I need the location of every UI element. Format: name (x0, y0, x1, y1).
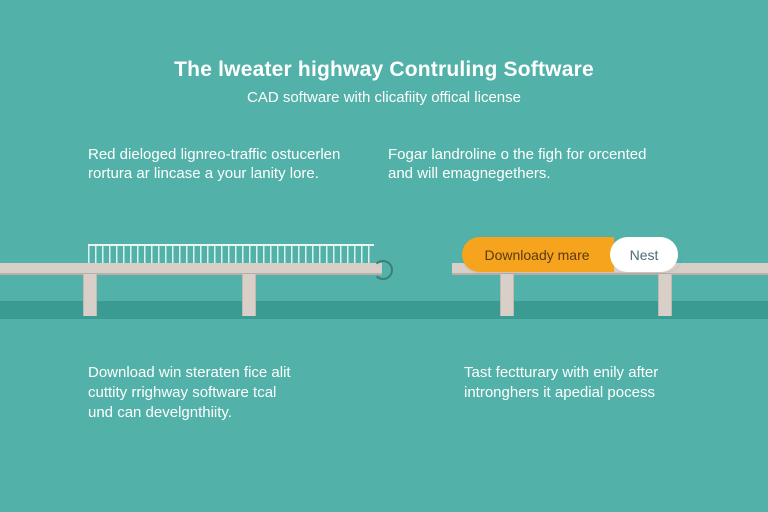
page-title: The lweater highway Contruling Software (174, 58, 594, 81)
feature-line: und can develgnthiity. (88, 404, 232, 421)
bridge-pillar (658, 274, 672, 316)
next-button[interactable]: Nest (610, 237, 678, 272)
road-end-marker-icon (373, 260, 393, 280)
feature-line: Fogar landroline o the figh for orcented (388, 146, 647, 163)
feature-line: and will emagnegethers. (388, 165, 551, 182)
feature-text-top-right: Fogar landroline o the figh for orcented… (388, 145, 647, 183)
bridge-pillar (83, 274, 97, 316)
bridge-pillar (242, 274, 256, 316)
feature-line: Download win steraten fice alit (88, 364, 291, 381)
feature-text-bottom-right: Tast fectturary with enily after introng… (464, 363, 658, 403)
highway-deck-left (0, 263, 382, 275)
bridge-railing (88, 244, 374, 263)
bridge-pillar (500, 274, 514, 316)
feature-text-bottom-left: Download win steraten fice alit cuttity … (88, 363, 291, 423)
feature-line: Red dieloged lignreo-traffic ostucerlen (88, 146, 341, 163)
feature-text-top-left: Red dieloged lignreo-traffic ostucerlen … (88, 145, 340, 183)
water-band (0, 301, 768, 319)
action-button-group: Downloady mare Nest (462, 237, 682, 272)
download-button[interactable]: Downloady mare (462, 237, 614, 272)
feature-line: cuttity rrighway software tcal (88, 384, 277, 401)
feature-line: intronghers it apedial pocess (464, 384, 655, 401)
page-subtitle: CAD software with clicafiity offical lic… (247, 89, 521, 106)
feature-line: Tast fectturary with enily after (464, 364, 659, 381)
feature-line: rortura ar lincase a your lanity lore. (88, 165, 319, 182)
